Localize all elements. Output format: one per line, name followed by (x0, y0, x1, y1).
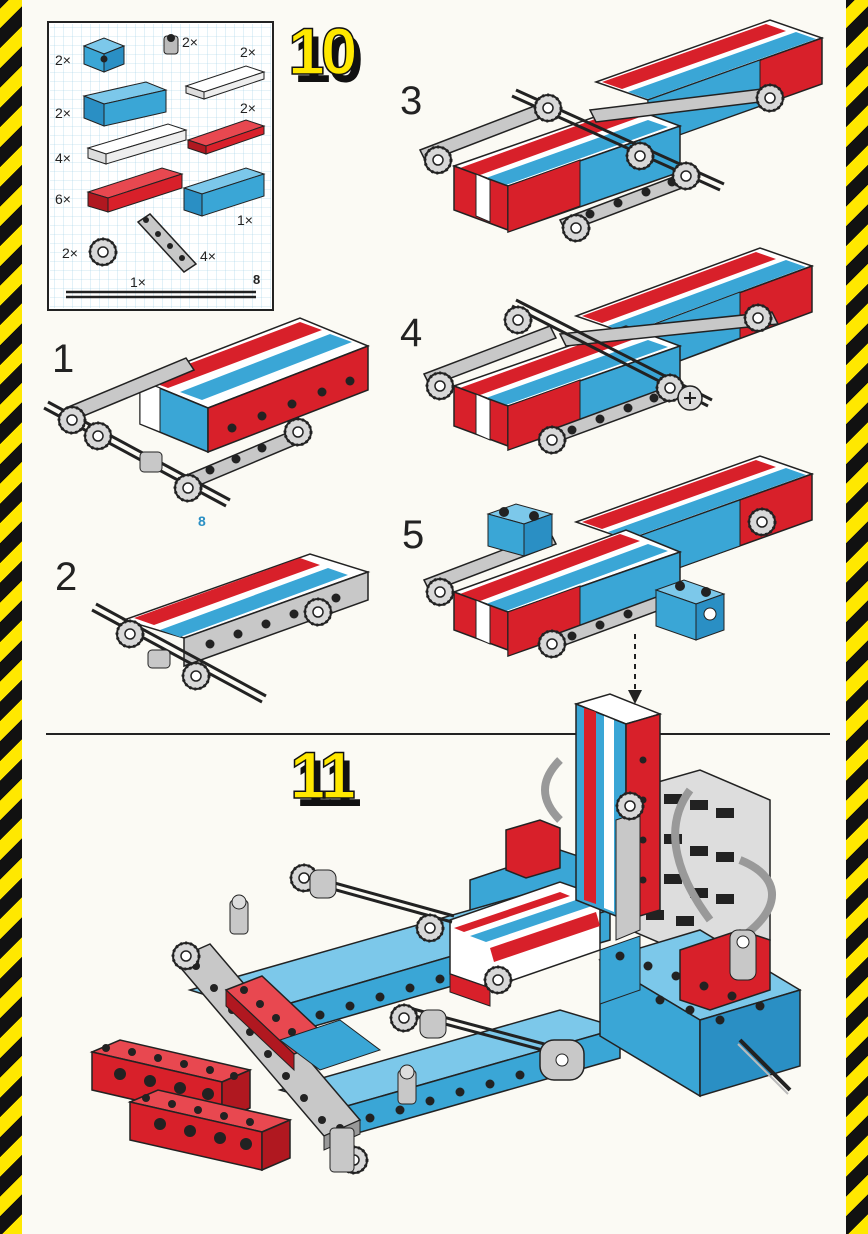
parts-qty-label: 4× (200, 248, 216, 264)
big-step-number: 10 10 (287, 13, 364, 96)
part-blue-1x4-brick (82, 81, 168, 127)
parts-page-ref: 8 (253, 272, 260, 287)
parts-qty-label: 2× (55, 105, 71, 121)
step-11-illustration (89, 693, 802, 1175)
parts-qty-label: 2× (240, 100, 256, 116)
step-number-shadow: 10 (294, 22, 361, 96)
substep-1-illustration (43, 317, 371, 508)
part-gear (88, 237, 118, 267)
substep-number: 5 (402, 513, 424, 557)
instruction-page: 2× 2× 2× 2× 2× 4× 6× 1× 2× 4× 1× 8 (22, 0, 846, 1234)
parts-qty-label: 6× (55, 191, 71, 207)
parts-list-box: 2× 2× 2× 2× 2× 4× 6× 1× 2× 4× 1× 8 (47, 21, 274, 311)
substep-number: 4 (400, 311, 422, 355)
substep-2-illustration (91, 553, 371, 704)
hazard-stripe-left (0, 0, 22, 1234)
step-number-shadow: 11 (296, 746, 360, 820)
step-number-11: 11 (290, 738, 354, 812)
substep-page-ref: 8 (198, 513, 206, 529)
part-white-1x6-plate (86, 123, 188, 165)
parts-qty-label: 2× (55, 52, 71, 68)
substep-number: 3 (400, 79, 422, 123)
parts-qty-label: 1× (130, 274, 146, 290)
hazard-stripe-right (846, 0, 868, 1234)
parts-qty-label: 2× (182, 34, 198, 50)
instruction-canvas: 2× 2× 2× 2× 2× 4× 6× 1× 2× 4× 1× 8 (43, 13, 830, 1175)
substep-5-illustration (422, 455, 815, 704)
part-axle (66, 290, 256, 299)
big-step-number: 11 11 (289, 737, 364, 820)
substep-number: 2 (55, 555, 77, 599)
part-red-1x6-plate (86, 167, 184, 213)
substep-number: 1 (52, 337, 74, 381)
part-technic-lever (136, 213, 198, 273)
substep-4-illustration (422, 247, 815, 455)
substep-3-illustration (418, 19, 825, 243)
parts-qty-label: 2× (240, 44, 256, 60)
part-bush (163, 34, 179, 55)
step-number-10: 10 (288, 14, 355, 88)
part-blue-1x6-brick (182, 167, 266, 217)
parts-qty-label: 2× (62, 245, 78, 261)
part-white-1x4-plate (184, 65, 266, 100)
parts-qty-label: 4× (55, 150, 71, 166)
part-blue-1x2-brick (82, 37, 126, 73)
parts-qty-label: 1× (237, 212, 253, 228)
part-red-1x4-plate (186, 119, 266, 155)
